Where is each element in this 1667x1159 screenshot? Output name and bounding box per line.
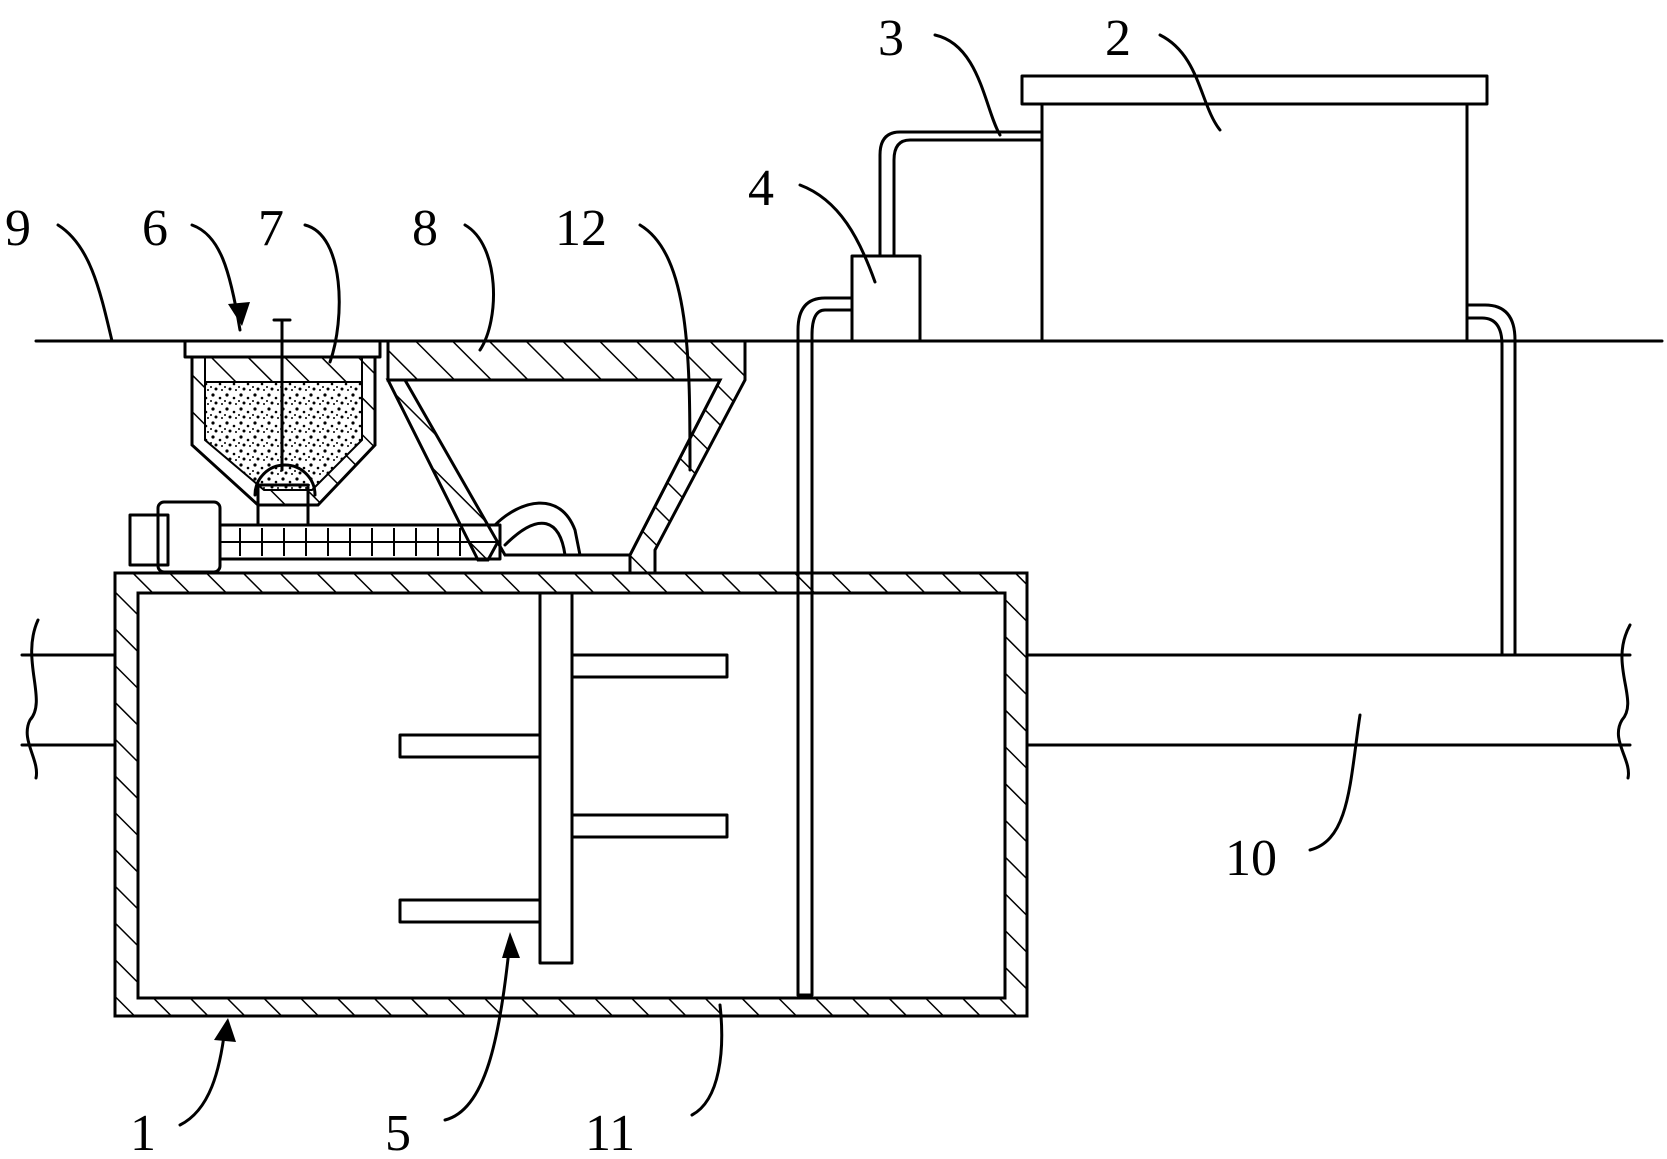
pipe-right-section bbox=[1025, 623, 1632, 780]
label-9: 9 bbox=[5, 200, 31, 257]
label-7: 7 bbox=[258, 200, 284, 257]
label-5: 5 bbox=[385, 1105, 411, 1159]
label-6: 6 bbox=[142, 200, 168, 257]
powder-hopper bbox=[183, 318, 382, 527]
pump bbox=[850, 254, 922, 343]
label-10: 10 bbox=[1225, 830, 1277, 887]
tank-body bbox=[113, 571, 1029, 1018]
pipe-left-section bbox=[20, 618, 117, 780]
leader-lines bbox=[56, 33, 1362, 1127]
label-3: 3 bbox=[878, 10, 904, 67]
label-4: 4 bbox=[748, 160, 774, 217]
label-11: 11 bbox=[585, 1105, 635, 1159]
screw-conveyor bbox=[128, 500, 582, 574]
stirrer bbox=[398, 591, 729, 965]
feed-funnel bbox=[385, 339, 747, 575]
connecting-pipes bbox=[796, 130, 1517, 997]
label-8: 8 bbox=[412, 200, 438, 257]
label-1: 1 bbox=[130, 1105, 156, 1159]
label-12: 12 bbox=[555, 200, 607, 257]
water-tank bbox=[1020, 74, 1489, 343]
label-2: 2 bbox=[1105, 10, 1131, 67]
